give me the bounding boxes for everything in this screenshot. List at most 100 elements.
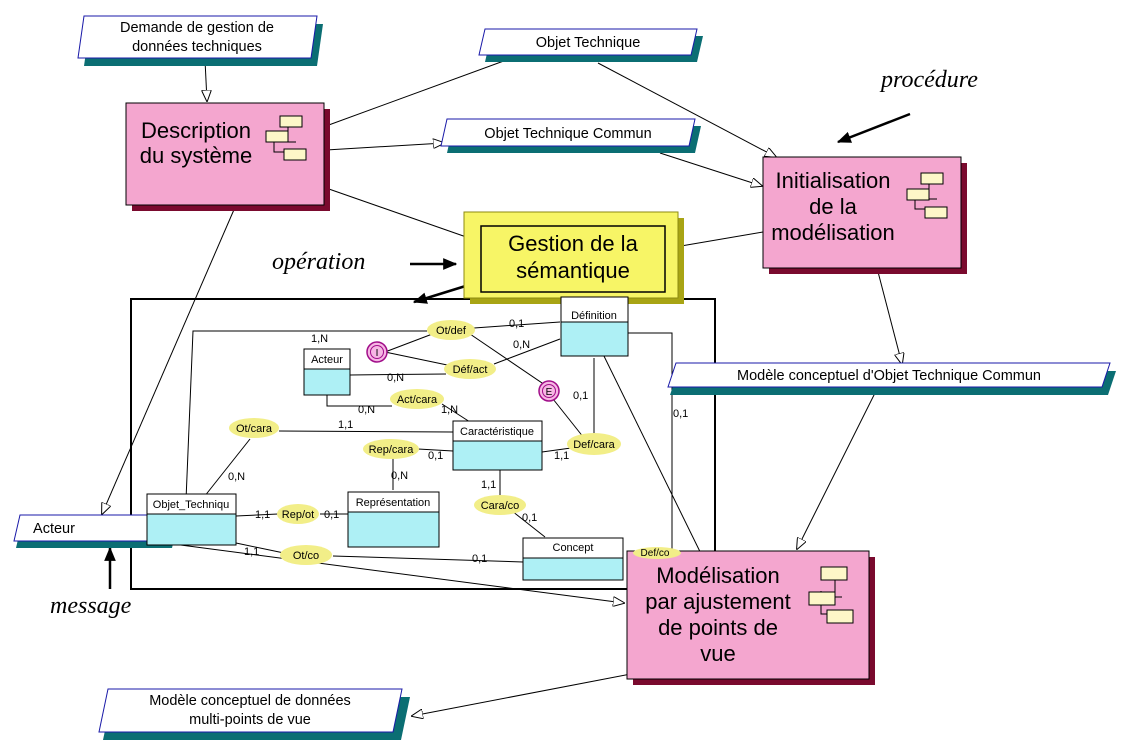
cardinality: 0,N: [513, 339, 530, 351]
annotation-arrows: [104, 112, 911, 589]
message-modele-otc-label: Modèle conceptuel d'Objet Technique Comm…: [737, 368, 1041, 384]
process-description: Description du système: [125, 102, 330, 211]
cardinality: 1,N: [311, 333, 328, 345]
arrow-demande-to-description: [205, 59, 207, 101]
relation-rep-ot: Rep/ot: [277, 504, 319, 524]
arrow-description-to-otc: [325, 143, 444, 151]
cardinality: 1,1: [244, 546, 259, 558]
message-modele-otc: Modèle conceptuel d'Objet Technique Comm…: [667, 362, 1116, 395]
er-line-otcara-ot: [203, 438, 251, 498]
relation-def-co-label: Def/co: [641, 548, 670, 559]
er-line-repcara-caract: [417, 448, 454, 452]
relation-cara-co: Cara/co: [474, 495, 526, 515]
er-line-caract-defcara: [541, 447, 572, 453]
cardinalities: 1,N 0,1 0,N 0,N 0,N 1,N 1,1 0,1 0,1 0,N …: [228, 318, 688, 565]
relation-ot-cara: Ot/cara: [229, 418, 279, 438]
relation-ot-co-label: Ot/co: [293, 550, 319, 562]
er-line-otdef-i: [384, 332, 436, 353]
cardinality: 1,1: [338, 419, 353, 431]
subprocess-icon: [906, 172, 948, 219]
arrow-modelisation-to-modele-multi: [412, 671, 642, 716]
message-demande-line1: Demande de gestion de: [120, 20, 274, 36]
entity-objet-technique-label: Objet_Techniqu: [153, 499, 229, 511]
relation-rep-cara-label: Rep/cara: [369, 444, 415, 456]
subprocess-icon: [808, 566, 854, 624]
cardinality: 0,1: [472, 553, 487, 565]
entity-representation-label: Représentation: [356, 497, 431, 509]
relation-rep-ot-label: Rep/ot: [282, 509, 314, 521]
arrow-acteur-to-modelisation: [172, 543, 624, 603]
entity-caracteristique-label: Caractéristique: [460, 426, 534, 438]
message-body: [98, 688, 403, 733]
er-line-acteur-actcara: [326, 395, 392, 407]
operation-gestion-semantique: Gestion de la sémantique: [463, 211, 684, 304]
relations: Ot/def Déf/act Act/cara Ot/cara Rep/cara…: [229, 320, 681, 565]
cardinality: 1,N: [441, 404, 458, 416]
entity-header: [303, 348, 351, 370]
operation-line1: Gestion de la: [508, 231, 638, 256]
cardinality: 0,1: [573, 390, 588, 402]
relation-def-cara-label: Def/cara: [573, 439, 615, 451]
annotation-procedure: procédure: [879, 67, 978, 93]
entity-acteur-label: Acteur: [311, 354, 343, 366]
arrow-description-to-objet-technique: [325, 51, 531, 127]
er-line-otdef-e: [469, 333, 546, 386]
er-line-ot-otco: [235, 542, 285, 554]
relation-act-cara-label: Act/cara: [397, 394, 438, 406]
message-modele-multi: Modèle conceptuel de données multi-point…: [98, 688, 410, 740]
constraint-e: E: [538, 380, 560, 402]
er-line-otdef-definition: [473, 321, 561, 329]
relation-rep-cara: Rep/cara: [363, 439, 419, 459]
subprocess-icon: [265, 115, 307, 161]
process-modelisation-line3: de points de: [658, 615, 778, 640]
er-line-ot-repot: [235, 513, 279, 517]
relation-def-act-label: Déf/act: [453, 364, 488, 376]
entity-definition: Définition: [560, 296, 629, 357]
message-acteur-label: Acteur: [33, 521, 75, 537]
cardinality: 0,1: [673, 408, 688, 420]
process-initialisation: Initialisation de la modélisation: [762, 156, 967, 274]
cardinality: 1,1: [255, 509, 270, 521]
message-modele-multi-line1: Modèle conceptuel de données: [149, 693, 351, 709]
relation-def-cara: Def/cara: [567, 433, 621, 455]
arrow-initialisation-to-modele-otc: [876, 267, 902, 364]
message-body: [77, 15, 318, 59]
message-objet-technique-commun: Objet Technique Commun: [440, 118, 701, 153]
operation-frame-arrow: [412, 282, 473, 304]
relation-cara-co-label: Cara/co: [481, 500, 520, 512]
line-gestion-to-initialisation: [680, 231, 764, 247]
entity-caracteristique: Caractéristique: [452, 420, 543, 471]
cardinality: 1,1: [554, 450, 569, 462]
process-initialisation-line3: modélisation: [771, 220, 895, 245]
entity-header: [452, 420, 543, 442]
message-modele-multi-line2: multi-points de vue: [189, 712, 311, 728]
entity-header: [347, 491, 440, 513]
cardinality: 0,N: [387, 372, 404, 384]
cardinality: 0,N: [228, 471, 245, 483]
entity-objet-technique: Objet_Techniqu: [146, 493, 237, 546]
er-line-otco-concept: [332, 555, 524, 563]
process-initialisation-line1: Initialisation: [776, 168, 891, 193]
arrow-modele-otc-to-modelisation: [797, 390, 877, 549]
process-modelisation: Modélisation par ajustement de points de…: [626, 550, 875, 685]
relation-ot-co: Ot/co: [280, 545, 332, 565]
cardinality: 0,1: [522, 512, 537, 524]
cardinality: 0,1: [324, 509, 339, 521]
cardinality: 1,1: [481, 479, 496, 491]
entity-acteur: Acteur: [303, 348, 351, 396]
cardinality: 0,N: [391, 470, 408, 482]
entity-header: [522, 537, 624, 559]
message-body: [440, 118, 696, 147]
entity-representation: Représentation: [347, 491, 440, 548]
entity-concept-label: Concept: [553, 542, 594, 554]
process-modelisation-line2: par ajustement: [645, 589, 791, 614]
relation-def-act: Déf/act: [444, 359, 496, 379]
er-line-otcara-caract: [278, 430, 454, 433]
er-line-defact-i: [384, 351, 453, 367]
er-line-e-defcara: [552, 398, 585, 439]
message-demande: Demande de gestion de données techniques: [77, 15, 323, 66]
cardinality: 0,1: [509, 318, 524, 330]
process-description-line1: Description: [141, 118, 251, 143]
operation-inner: [480, 225, 666, 293]
message-body: [478, 28, 698, 56]
